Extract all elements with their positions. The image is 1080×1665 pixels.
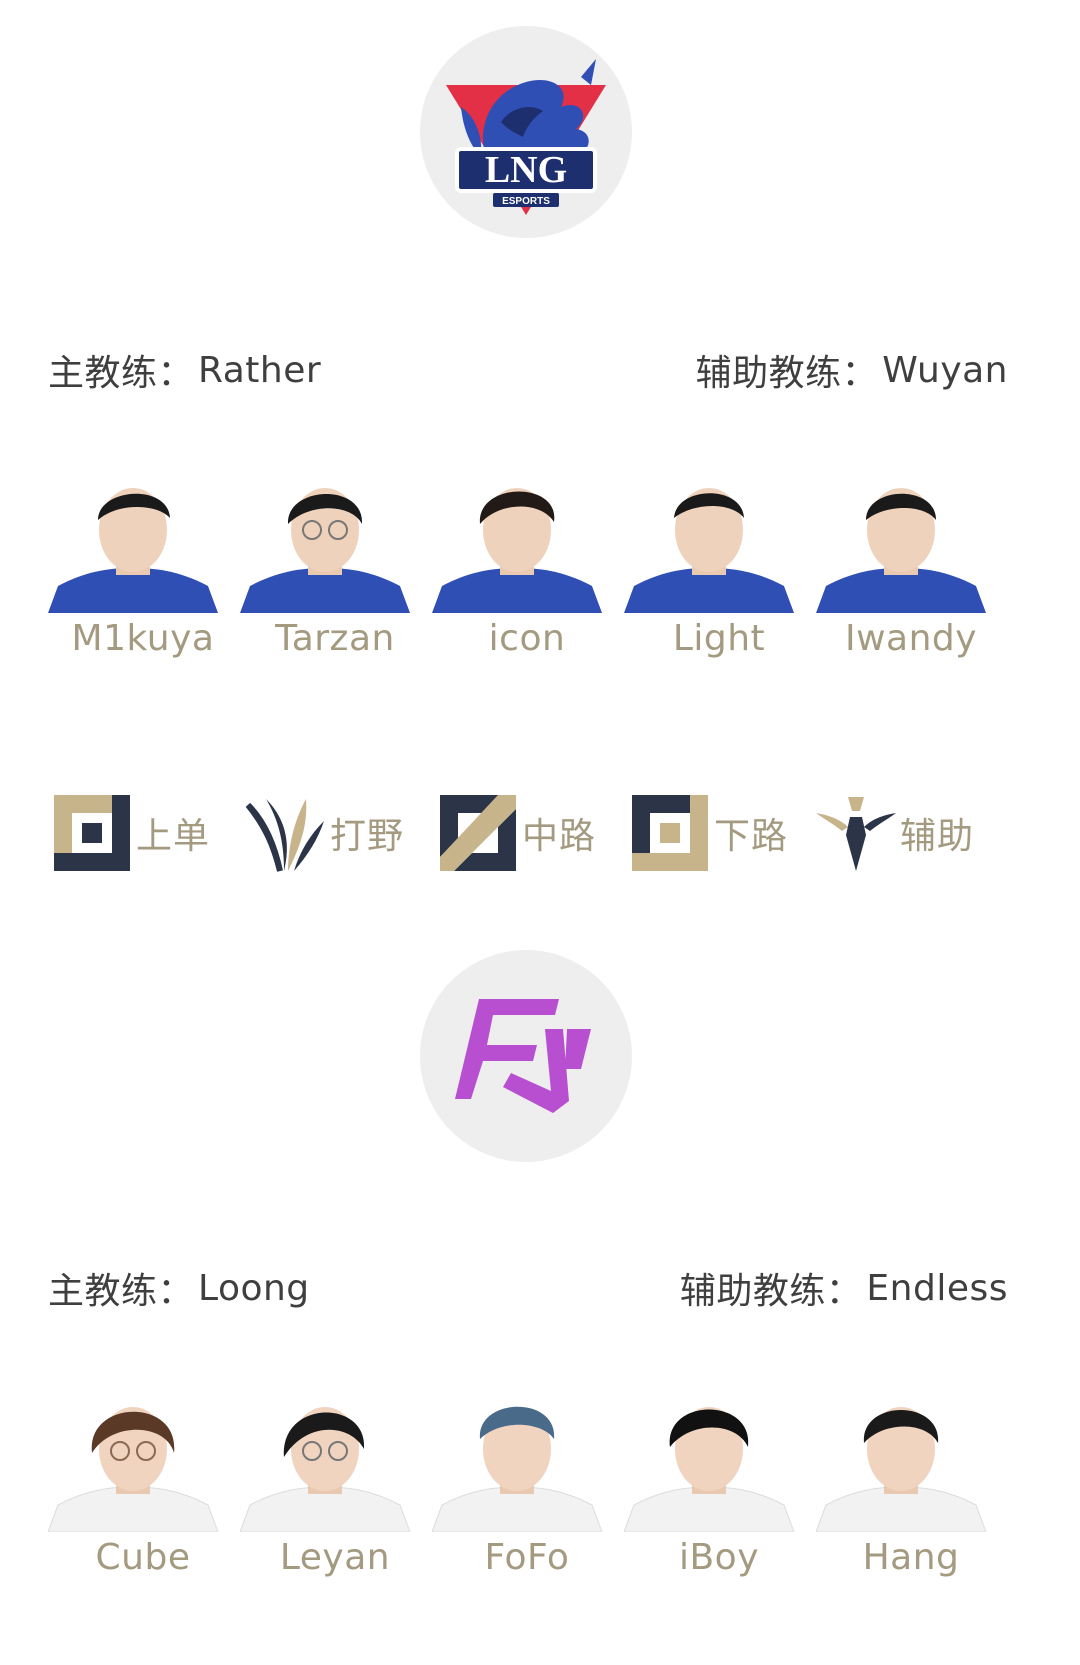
mid-lane-icon — [440, 795, 516, 871]
player-name: icon — [488, 618, 566, 659]
player-card: iBoy — [624, 1377, 794, 1587]
player-name: Cube — [95, 1537, 191, 1578]
assistant-coach-name: Endless — [866, 1267, 1008, 1309]
lng-dragon-icon: LNG ESPORTS — [446, 59, 606, 215]
assistant-coach-label: 辅助教练： — [695, 353, 879, 394]
fpx-logo-icon — [455, 999, 591, 1113]
player-name: iBoy — [678, 1537, 760, 1578]
player-photo — [816, 488, 986, 613]
assistant-coach-name: Wuyan — [882, 349, 1008, 391]
lng-coach-row: 主教练： Rather 辅助教练： Wuyan — [48, 345, 1008, 395]
bot-lane-icon — [632, 795, 708, 871]
player-card: Cube — [48, 1377, 218, 1587]
role-mid: 中路 — [436, 790, 596, 876]
role-label: 下路 — [714, 816, 789, 857]
fpx-team-logo — [420, 950, 632, 1162]
role-label: 打野 — [330, 816, 405, 857]
player-name: Tarzan — [275, 618, 395, 659]
fpx-coach-row: 主教练： Loong 辅助教练： Endless — [48, 1263, 1008, 1313]
player-card: icon — [432, 458, 602, 668]
fpx-player-row: Cube Leyan FoFo iBoy — [48, 1377, 1008, 1587]
player-photo — [48, 1407, 218, 1532]
head-coach: 主教练： Loong — [48, 1262, 310, 1314]
head-coach-label: 主教练： — [48, 1271, 195, 1312]
role-legend: 上单 打野 中路 下路 辅助 — [50, 790, 1010, 876]
player-photo — [240, 488, 410, 613]
role-support: 辅助 — [814, 790, 974, 876]
player-card: Leyan — [240, 1377, 410, 1587]
svg-text:LNG: LNG — [485, 149, 567, 191]
player-card: Hang — [816, 1377, 986, 1587]
player-name: Light — [672, 618, 766, 659]
lng-team-logo: LNG ESPORTS — [420, 26, 632, 238]
head-coach-label: 主教练： — [48, 353, 195, 394]
player-card: FoFo — [432, 1377, 602, 1587]
role-jungle: 打野 — [244, 790, 404, 876]
support-icon — [816, 797, 896, 871]
player-card: Tarzan — [240, 458, 410, 668]
player-card: M1kuya — [48, 458, 218, 668]
svg-text:ESPORTS: ESPORTS — [502, 196, 550, 207]
head-coach: 主教练： Rather — [48, 344, 321, 396]
player-photo — [48, 488, 218, 613]
player-photo — [240, 1407, 410, 1532]
player-name: Leyan — [279, 1537, 391, 1578]
role-bot: 下路 — [628, 790, 788, 876]
player-card: Light — [624, 458, 794, 668]
player-photo — [624, 488, 794, 613]
player-photo — [432, 488, 602, 613]
top-lane-icon — [54, 795, 130, 871]
assistant-coach-label: 辅助教练： — [679, 1271, 863, 1312]
player-name: Iwandy — [844, 618, 978, 659]
role-label: 中路 — [522, 816, 597, 857]
jungle-icon — [245, 799, 324, 872]
player-name: FoFo — [484, 1537, 570, 1578]
player-name: Hang — [862, 1537, 960, 1578]
head-coach-name: Loong — [198, 1267, 310, 1309]
role-top: 上单 — [50, 790, 210, 876]
role-label: 上单 — [136, 816, 211, 857]
player-photo — [624, 1407, 794, 1532]
head-coach-name: Rather — [198, 349, 322, 391]
player-photo — [432, 1406, 602, 1532]
player-photo — [816, 1407, 986, 1532]
player-name: M1kuya — [71, 618, 215, 659]
role-label: 辅助 — [900, 816, 975, 857]
assistant-coach: 辅助教练： Endless — [680, 1262, 1008, 1314]
assistant-coach: 辅助教练： Wuyan — [696, 344, 1008, 396]
lng-player-row: M1kuya Tarzan icon Light — [48, 458, 1008, 668]
player-card: Iwandy — [816, 458, 986, 668]
